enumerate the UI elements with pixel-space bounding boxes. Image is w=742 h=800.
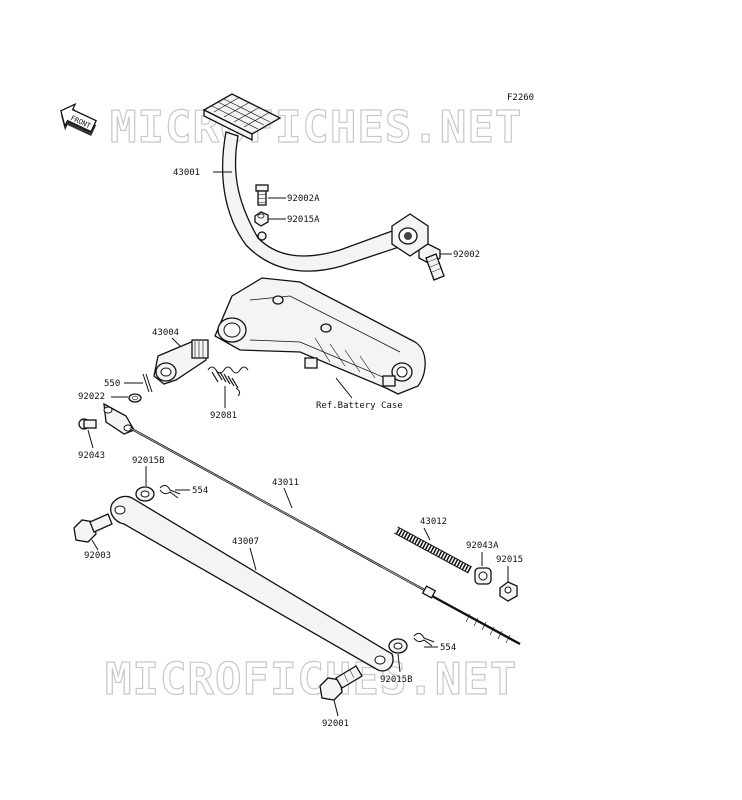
label-92003: 92003 xyxy=(84,551,111,561)
label-92022: 92022 xyxy=(78,392,105,402)
brake-rod-43011 xyxy=(103,402,521,646)
washer-92015B-top xyxy=(135,486,155,502)
watermark-top: MICROFICHES.NET xyxy=(110,102,522,153)
label-43007: 43007 xyxy=(232,537,259,547)
label-43001: 43001 xyxy=(173,168,200,178)
label-43004: 43004 xyxy=(152,328,179,338)
collar-92043A xyxy=(474,567,492,585)
battery-case-bracket xyxy=(214,277,426,395)
pin-550 xyxy=(142,373,153,393)
front-arrow-icon: FRONT xyxy=(60,102,97,136)
label-92015B-top: 92015B xyxy=(132,456,165,466)
label-550: 550 xyxy=(104,379,120,389)
label-554-bottom: 554 xyxy=(440,643,456,653)
pin-92043 xyxy=(78,418,97,430)
ref-battery-case-note: Ref.Battery Case xyxy=(316,401,403,411)
watermark-bottom: MICROFICHES.NET xyxy=(105,654,517,705)
bolt-92003 xyxy=(73,513,113,543)
washer-92022 xyxy=(128,393,142,403)
spring-92081 xyxy=(207,366,249,397)
cotter-pin-554-bottom xyxy=(413,632,435,647)
figure-code: F2260 xyxy=(507,93,534,103)
label-92015B-bottom: 92015B xyxy=(380,675,413,685)
bolt-92001 xyxy=(319,665,363,701)
cotter-pin-554-top xyxy=(159,484,181,499)
spring-43012 xyxy=(394,526,472,574)
label-43012: 43012 xyxy=(420,517,447,527)
label-43011: 43011 xyxy=(272,478,299,488)
nut-92015A xyxy=(254,211,269,227)
nut-92015 xyxy=(499,581,518,602)
lever-43004 xyxy=(153,339,209,385)
label-92015: 92015 xyxy=(496,555,523,565)
label-92002A: 92002A xyxy=(287,194,320,204)
link-43007 xyxy=(110,495,394,672)
bolt-92002 xyxy=(418,243,445,281)
label-554-top: 554 xyxy=(192,486,208,496)
label-92043: 92043 xyxy=(78,451,105,461)
label-92001: 92001 xyxy=(322,719,349,729)
label-92002: 92002 xyxy=(453,250,480,260)
label-92015A: 92015A xyxy=(287,215,320,225)
brake-pedal xyxy=(202,93,429,272)
label-92043A: 92043A xyxy=(466,541,499,551)
bolt-92002A xyxy=(255,184,269,206)
washer-92015B-bottom xyxy=(388,638,408,654)
label-92081: 92081 xyxy=(210,411,237,421)
